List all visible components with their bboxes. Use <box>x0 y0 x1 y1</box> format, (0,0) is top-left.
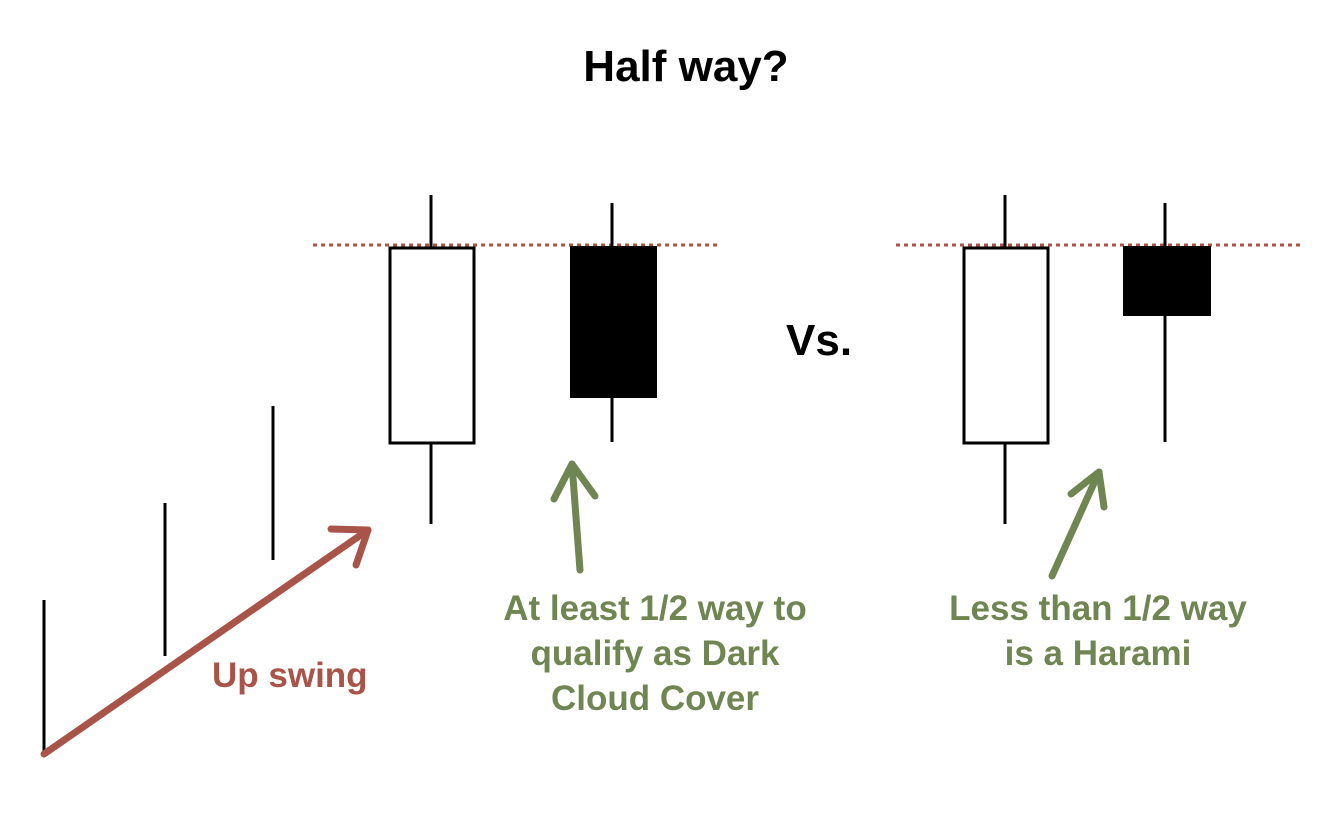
bullish-candle-left <box>388 195 476 524</box>
pointer-arrow-harami <box>1048 468 1108 580</box>
diagram-title: Half way? <box>583 42 789 91</box>
dark-cloud-note: At least 1/2 way to qualify as Dark Clou… <box>455 586 855 721</box>
bullish-candle-right <box>962 195 1050 524</box>
dark-cloud-candle <box>570 203 657 442</box>
up-swing-arrow <box>40 525 372 758</box>
up-swing-label: Up swing <box>212 656 368 695</box>
pointer-arrow-dark-cloud <box>550 460 599 574</box>
vs-label: Vs. <box>786 316 853 365</box>
dark-cloud-note-line: qualify as Dark <box>530 634 780 673</box>
dark-cloud-note-line: Cloud Cover <box>550 679 760 718</box>
harami-candle <box>1123 203 1211 442</box>
harami-note-line: is a Harami <box>1004 634 1192 673</box>
harami-note-line: Less than 1/2 way <box>949 589 1247 628</box>
harami-note: Less than 1/2 way is a Harami <box>898 586 1298 676</box>
dark-cloud-note-line: At least 1/2 way to <box>503 589 807 628</box>
